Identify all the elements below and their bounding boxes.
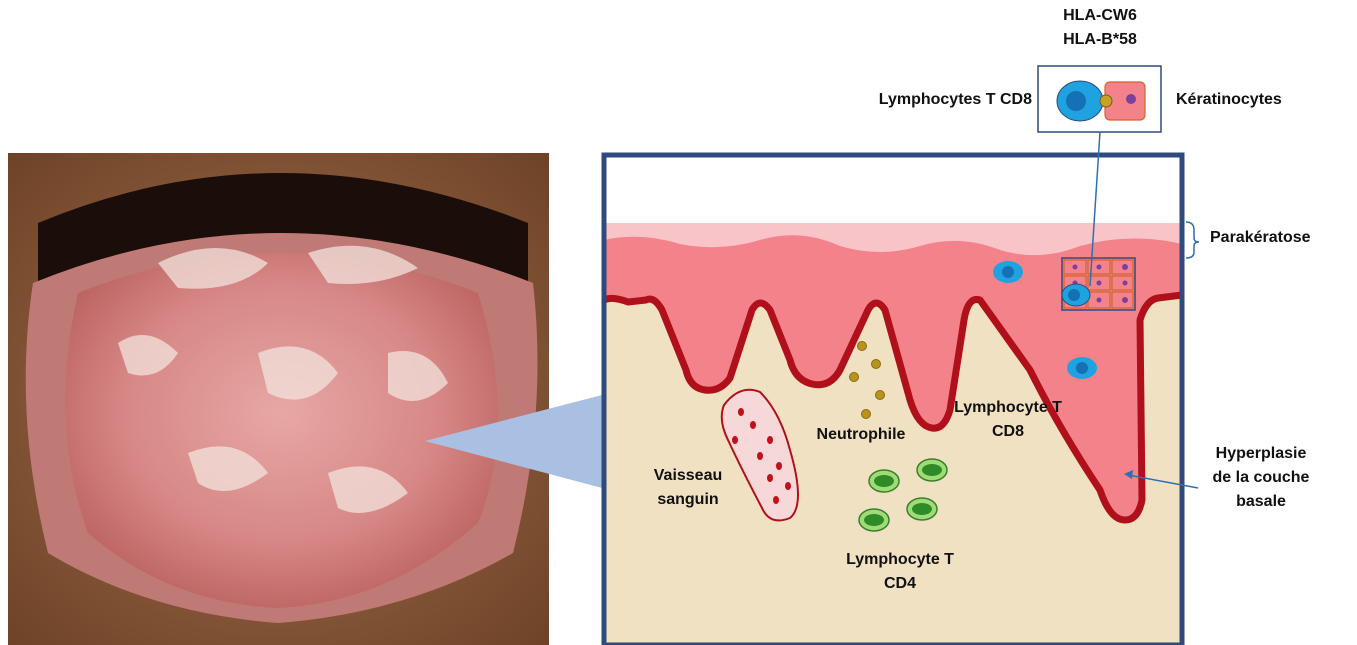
hyperplasia-label: Hyperplasie de la couche basale (1196, 442, 1326, 514)
cd8-cell-epidermis (993, 261, 1023, 283)
vessel-label: Vaisseau sanguin (618, 464, 758, 512)
hla-label: HLA-CW6 HLA-B*58 (1040, 4, 1160, 52)
cd8-cell-dermis (1067, 357, 1097, 379)
keratinocyte-cluster (1062, 258, 1135, 310)
keratinocytes-label: Kératinocytes (1176, 88, 1326, 112)
neutrophil-label: Neutrophile (796, 423, 926, 447)
cd8-inset-label: Lymphocytes T CD8 (832, 88, 1032, 112)
parakeratosis-bracket (1186, 222, 1199, 258)
zoom-callout (425, 395, 602, 488)
cd4-label: Lymphocyte T CD4 (830, 548, 970, 596)
cd8-tissue-label: Lymphocyte T CD8 (938, 396, 1078, 444)
cd8-keratinocyte-inset (1038, 66, 1161, 132)
parakeratosis-label: Parakératose (1210, 226, 1350, 250)
